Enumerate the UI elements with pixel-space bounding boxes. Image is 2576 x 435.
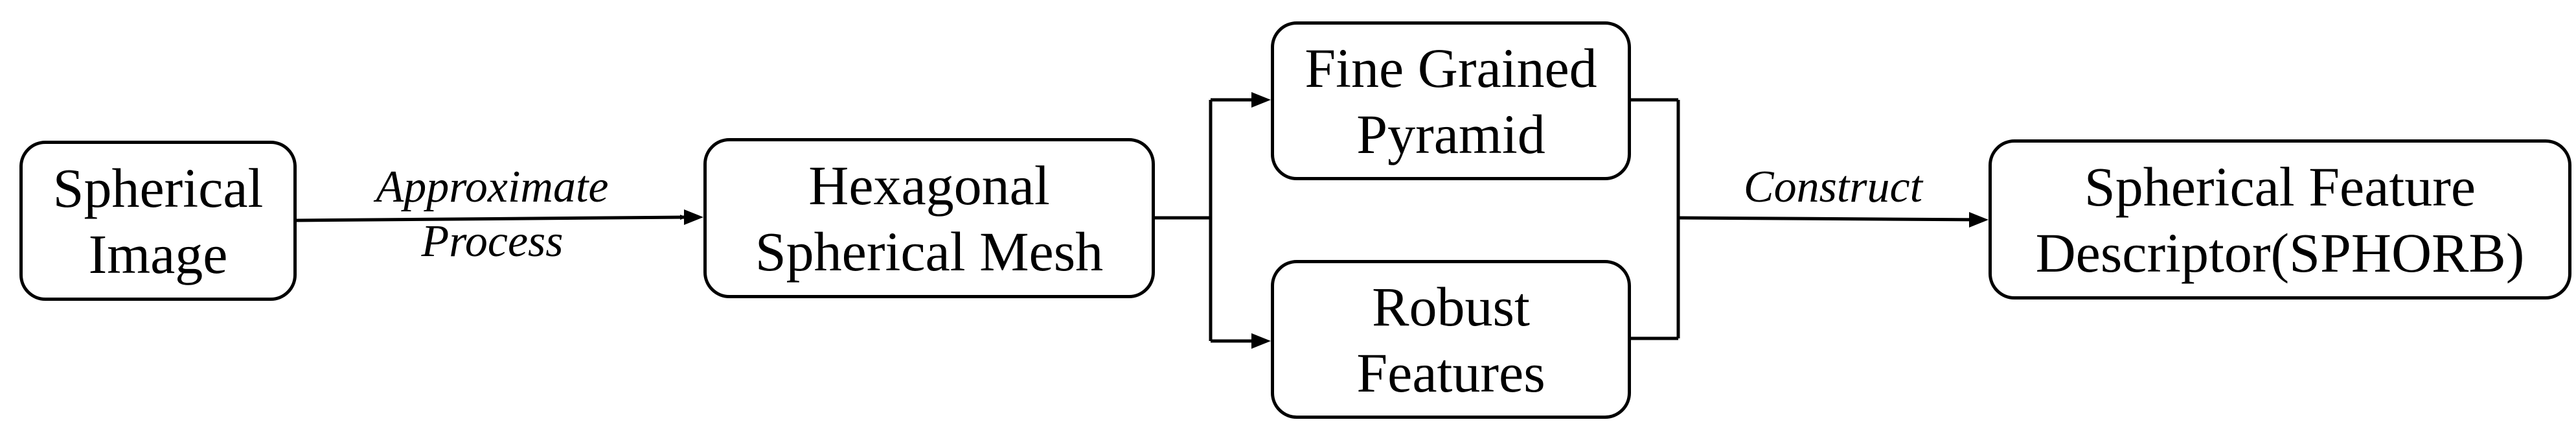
- arrowhead-descriptor: [1969, 212, 1989, 228]
- fine-grained-pyramid-label-line1: Fine Grained: [1305, 36, 1597, 99]
- edge-label-approximate: Approximate: [376, 162, 609, 212]
- arrowhead-robust: [1251, 333, 1271, 349]
- hexagonal-mesh-label-line2: Spherical Mesh: [755, 220, 1104, 283]
- arrowhead-pyramid: [1251, 92, 1271, 108]
- robust-features-node: Robust Features: [1271, 260, 1631, 419]
- edge-label-construct-text: Construct: [1743, 162, 1923, 212]
- spherical-image-label-line2: Image: [88, 222, 228, 285]
- spherical-image-node: Spherical Image: [19, 141, 297, 301]
- edge-label-construct: Construct: [1723, 160, 1943, 215]
- hexagonal-mesh-label-line1: Hexagonal: [808, 154, 1050, 217]
- fine-grained-pyramid-label-line2: Pyramid: [1356, 102, 1545, 165]
- robust-features-label-line1: Robust: [1372, 275, 1530, 338]
- feature-descriptor-label-line2: Descriptor(SPHORB): [2035, 221, 2525, 284]
- feature-descriptor-node: Spherical Feature Descriptor(SPHORB): [1989, 139, 2571, 300]
- hexagonal-mesh-node: Hexagonal Spherical Mesh: [703, 138, 1155, 298]
- edge-label-approximate-process: Approximate Process: [337, 160, 648, 269]
- arrow-merge-to-descriptor: [1678, 216, 1984, 222]
- fine-grained-pyramid-node: Fine Grained Pyramid: [1271, 21, 1631, 180]
- edge-label-process: Process: [421, 217, 564, 266]
- spherical-image-label-line1: Spherical: [52, 156, 264, 219]
- feature-descriptor-label-line1: Spherical Feature: [2084, 155, 2476, 218]
- arrow-image-to-mesh: [294, 215, 687, 222]
- robust-features-label-line2: Features: [1356, 341, 1545, 404]
- arrowhead-mesh: [684, 209, 703, 225]
